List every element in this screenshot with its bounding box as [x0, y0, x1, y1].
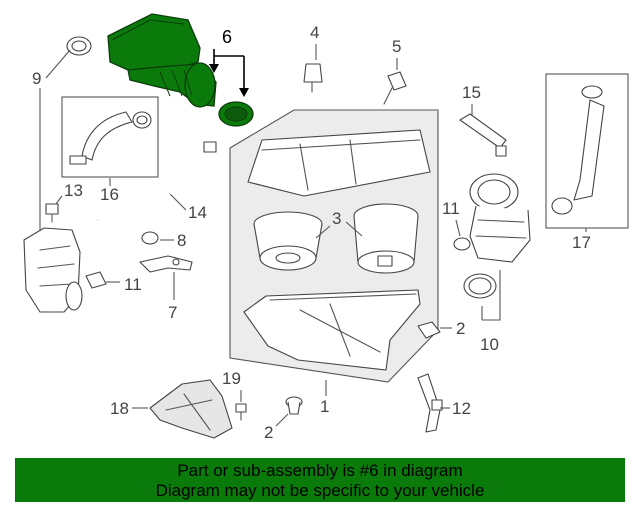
part-9-resonator[interactable]	[23, 227, 83, 313]
part-16-hose[interactable]	[69, 111, 152, 165]
part-7-bracket[interactable]	[139, 255, 193, 273]
part-1-lower-box[interactable]	[243, 289, 421, 371]
banner-line-2: Diagram may not be specific to your vehi…	[155, 481, 485, 500]
part-4-bolt[interactable]	[303, 63, 323, 93]
callout-6-arrow-duct	[209, 64, 219, 73]
callout-10-label: 10	[480, 335, 499, 354]
callout-3-leader	[315, 221, 363, 239]
part-5-sensor[interactable]	[383, 71, 407, 105]
callout-6: 6	[209, 27, 249, 97]
callout-11-right-leader	[455, 219, 461, 237]
part-3-filter-left[interactable]	[253, 211, 323, 271]
callout-16-label: 16	[100, 185, 119, 204]
callout-18-label: 18	[110, 399, 129, 418]
part-11-clip-left[interactable]	[85, 271, 107, 289]
parts-diagram: 6 9 16 13	[23, 13, 629, 442]
info-banner: Part or sub-assembly is #6 in diagram Di…	[15, 458, 625, 502]
part-10-clamp[interactable]	[463, 273, 497, 299]
callout-13-leader	[55, 195, 63, 205]
part-6-intake-duct[interactable]	[107, 13, 217, 108]
part-11-grommet-right[interactable]	[453, 237, 471, 251]
part-15-hose[interactable]	[459, 113, 507, 157]
part-18-shield[interactable]	[149, 379, 233, 439]
callout-15-label: 15	[462, 83, 481, 102]
part-12-bracket[interactable]	[417, 373, 443, 433]
part-17-frame	[545, 73, 629, 229]
callout-11-left-label: 11	[124, 275, 142, 294]
callout-10-leader	[481, 270, 501, 321]
callout-2-bottom-leader	[275, 413, 289, 427]
part-2-grommet-bottom[interactable]	[285, 396, 303, 415]
callout-6-arrow-clamp	[239, 88, 249, 97]
part-9-clamp[interactable]	[66, 36, 92, 56]
part-14-tube[interactable]	[97, 141, 217, 222]
part-13-sensor[interactable]	[45, 203, 59, 223]
callout-1-label: 1	[320, 397, 329, 416]
callout-14-label: 14	[188, 203, 207, 222]
callout-8-label: 8	[177, 231, 186, 250]
part-8-grommet[interactable]	[141, 231, 159, 245]
part-6-clamp[interactable]	[218, 101, 254, 127]
part-2-grommet-right[interactable]	[417, 321, 441, 339]
callout-11-right-label: 11	[442, 199, 460, 218]
callout-6-label: 6	[222, 27, 232, 47]
callout-9-leader	[39, 49, 71, 230]
part-3-filter-right[interactable]	[353, 203, 419, 274]
callout-9-label: 9	[32, 69, 41, 88]
part-16-frame	[61, 96, 159, 178]
callout-17-label: 17	[572, 233, 591, 252]
callout-4-label: 4	[310, 23, 319, 42]
callout-3-label: 3	[332, 209, 341, 228]
callout-13-label: 13	[64, 181, 83, 200]
callout-14-leader	[169, 193, 187, 211]
part-17-hose[interactable]	[551, 85, 605, 215]
callout-5-label: 5	[392, 37, 401, 56]
part-1-lid[interactable]	[247, 129, 431, 197]
callout-2-right-label: 2	[456, 319, 465, 338]
part-10-duct[interactable]	[469, 173, 531, 263]
callout-7-label: 7	[168, 303, 177, 322]
banner-line-1: Part or sub-assembly is #6 in diagram	[177, 461, 463, 480]
part-19-push-pin[interactable]	[235, 403, 247, 421]
callout-6-leader	[213, 49, 245, 92]
callout-2-bottom-label: 2	[264, 423, 273, 442]
callout-12-label: 12	[452, 399, 471, 418]
callout-19-label: 19	[222, 369, 241, 388]
